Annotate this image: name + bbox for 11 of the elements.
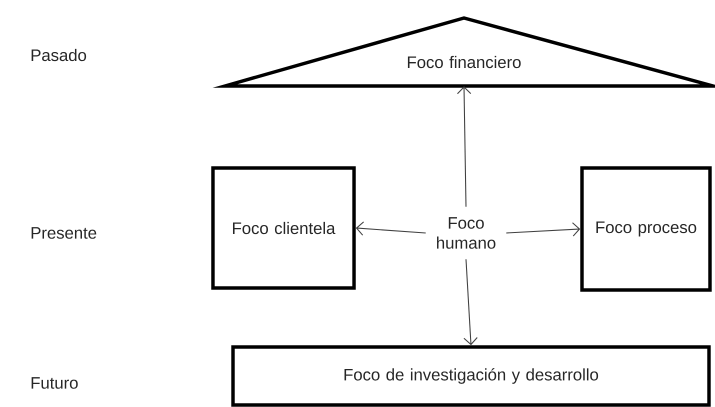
arrow bbox=[464, 259, 478, 346]
process-box: Foco de investigación y desarrollo bbox=[231, 345, 711, 407]
process-box: Foco proceso bbox=[580, 166, 712, 292]
row-label: Presente bbox=[32, 227, 96, 239]
process-box: Foco clientela bbox=[211, 166, 356, 290]
node-text: Foco humano bbox=[437, 217, 496, 249]
row-label: Pasado bbox=[32, 48, 86, 62]
row-label: Futuro bbox=[32, 377, 78, 389]
arrow bbox=[457, 86, 472, 207]
arrow bbox=[506, 222, 580, 236]
arrow bbox=[356, 221, 426, 236]
